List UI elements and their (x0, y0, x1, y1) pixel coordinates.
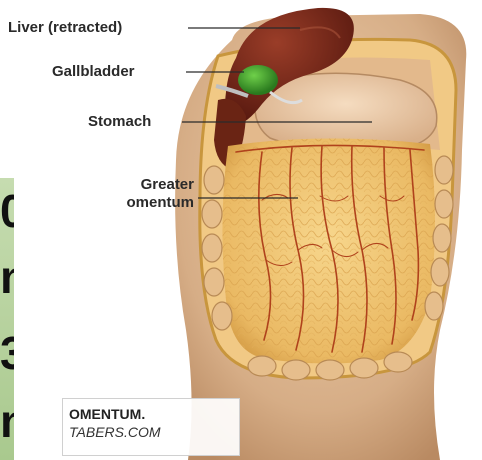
label-omentum-line1: Greater (62, 176, 194, 194)
label-stomach: Stomach (88, 113, 151, 131)
caption-box: OMENTUM. TABERS.COM (62, 398, 240, 456)
label-liver: Liver (retracted) (8, 19, 122, 37)
label-omentum-line2: omentum (62, 194, 194, 212)
label-greater-omentum: Greater omentum (62, 176, 194, 212)
caption-title: OMENTUM. (69, 405, 233, 423)
gallbladder (238, 65, 278, 95)
caption-source: TABERS.COM (69, 423, 233, 441)
label-gallbladder: Gallbladder (52, 63, 135, 81)
